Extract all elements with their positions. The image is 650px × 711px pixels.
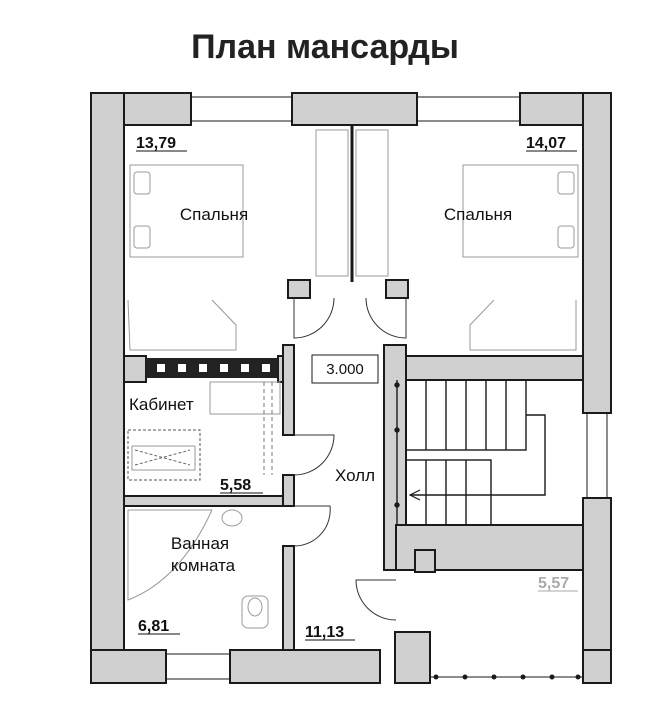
area-bathroom: 6,81: [138, 618, 169, 635]
area-hall: 11,13: [305, 624, 344, 641]
area-balcony: 5,57: [538, 575, 569, 592]
level-mark-box: [311, 354, 379, 384]
area-bedroom-right: 14,07: [526, 135, 566, 152]
staircase: [394, 379, 546, 526]
room-label-bathroom-line2: комната: [171, 556, 236, 575]
interior-walls: [123, 279, 584, 651]
bookshelf: [146, 358, 278, 378]
room-label-bathroom-line1: Ванная: [171, 534, 229, 553]
balcony-railing: [430, 674, 583, 680]
area-study: 5,58: [220, 477, 251, 494]
study-desk: [127, 381, 281, 481]
dressers: [127, 299, 577, 351]
bed-left: [129, 164, 244, 258]
plan-title: План мансарды: [191, 28, 459, 66]
bath-fixtures: [127, 509, 269, 629]
room-label-bedroom-right: Спальня: [444, 205, 512, 224]
wardrobes: [315, 125, 389, 282]
room-label-hall: Холл: [335, 466, 375, 485]
outer-walls: [90, 92, 612, 684]
bed-right: [462, 164, 579, 258]
doors: [293, 297, 407, 621]
room-label-study: Кабинет: [129, 395, 194, 414]
room-label-bedroom-left: Спальня: [180, 205, 248, 224]
windows: [166, 96, 608, 680]
area-bedroom-left: 13,79: [136, 135, 176, 152]
level-mark: 3.000: [326, 361, 364, 378]
